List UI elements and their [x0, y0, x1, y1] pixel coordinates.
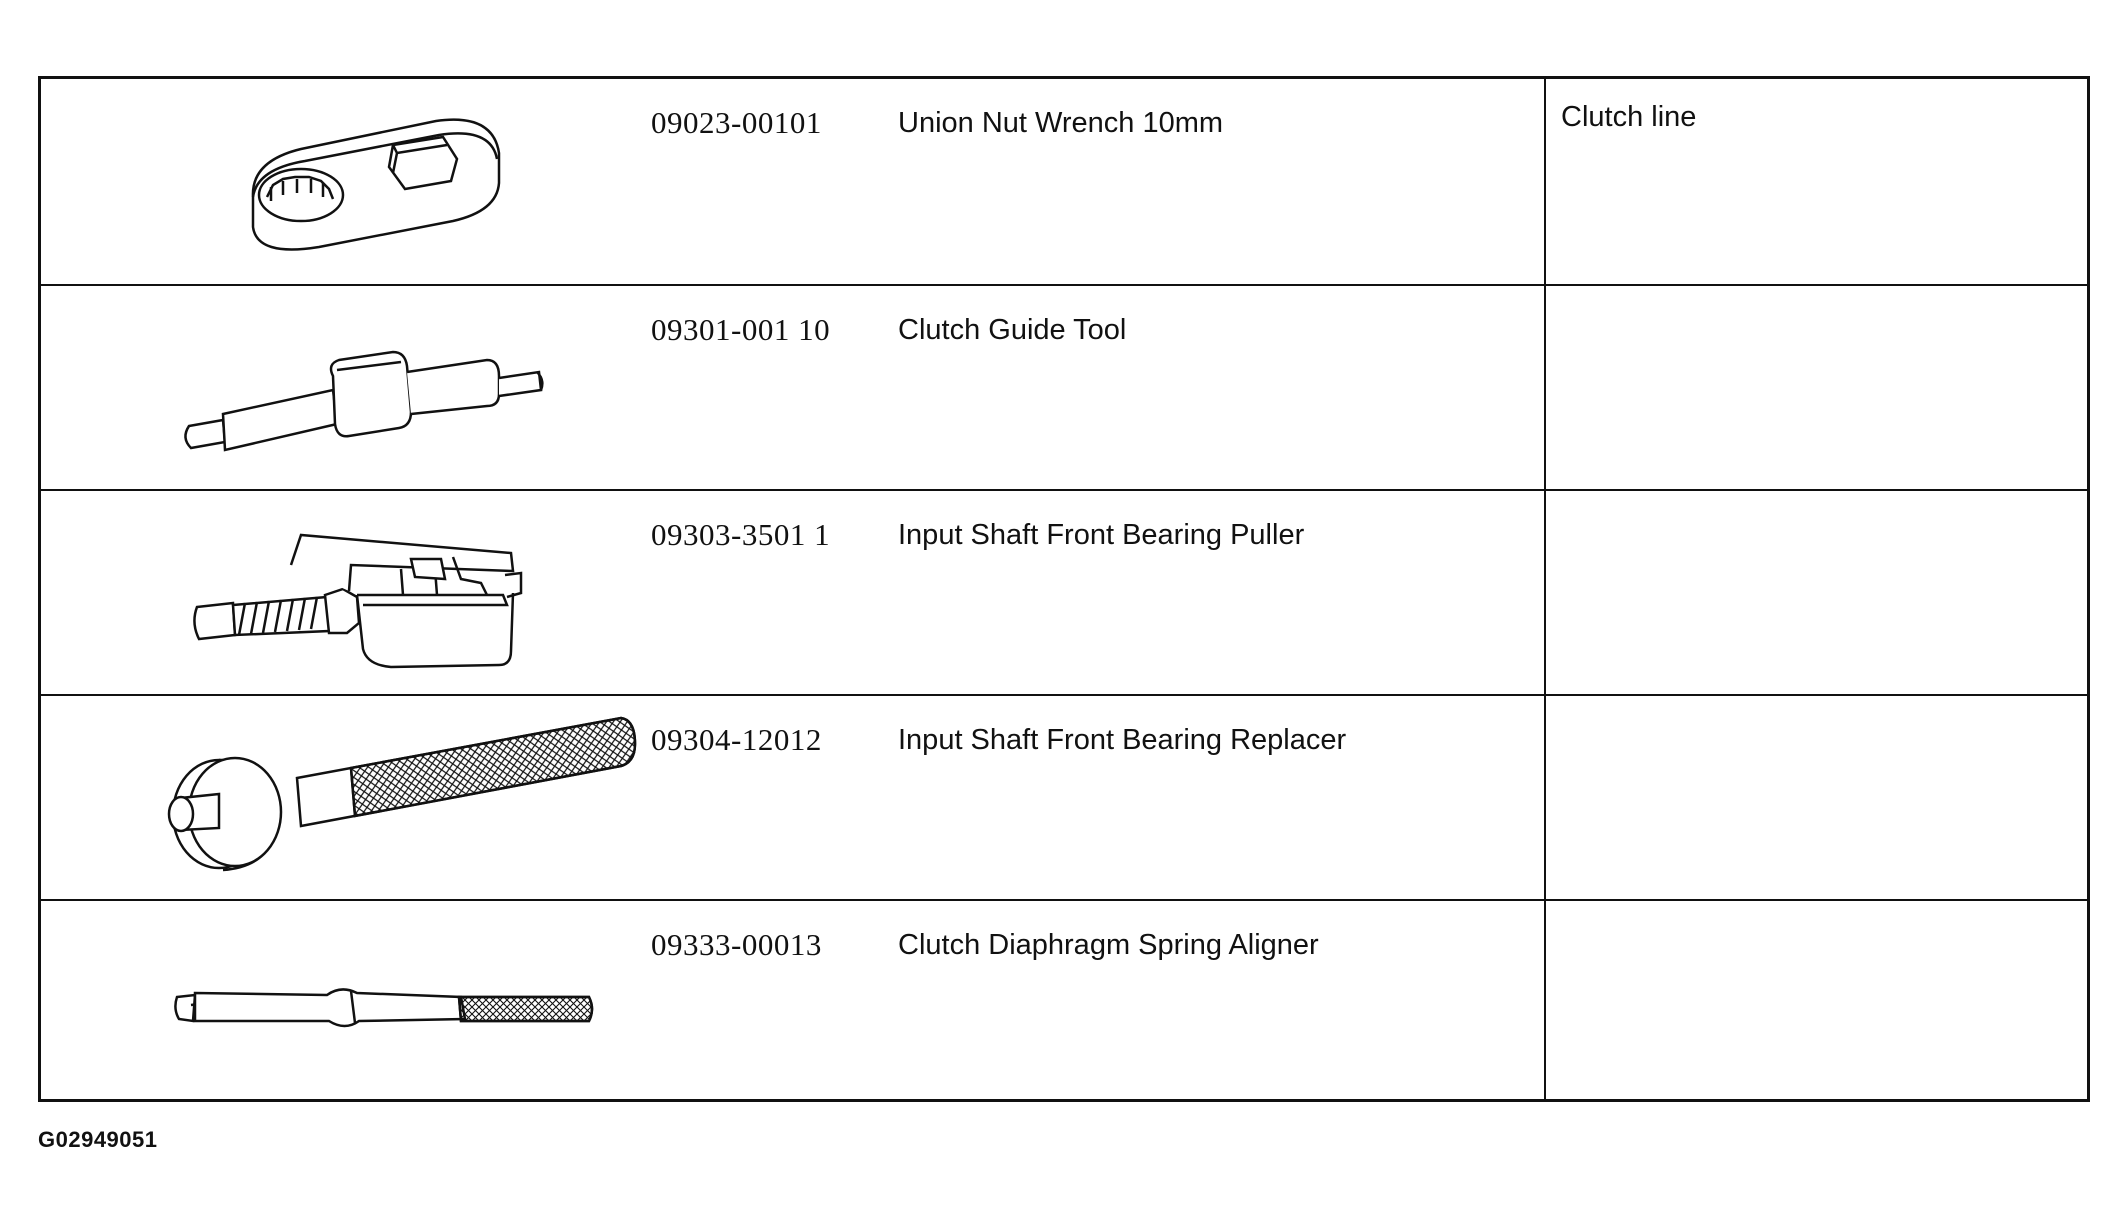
tool-name: Clutch Diaphragm Spring Aligner: [898, 929, 1319, 961]
tool-name: Input Shaft Front Bearing Puller: [898, 519, 1305, 551]
column-divider: [1544, 901, 1546, 1099]
table-row: 09023-00101 Union Nut Wrench 10mm Clutch…: [41, 79, 2087, 284]
table-row: 09333-00013 Clutch Diaphragm Spring Alig…: [41, 899, 2087, 1099]
bearing-puller-icon: [101, 499, 661, 689]
part-number: 09304-12012: [651, 722, 822, 757]
part-number: 09301-001 10: [651, 312, 831, 347]
column-divider: [1544, 696, 1546, 899]
column-divider: [1544, 286, 1546, 489]
table-row: 09301-001 10 Clutch Guide Tool: [41, 284, 2087, 489]
bearing-replacer-icon: [101, 704, 661, 894]
tool-name: Input Shaft Front Bearing Replacer: [898, 724, 1347, 756]
union-nut-wrench-icon: [101, 87, 661, 277]
table-row: 09304-12012 Input Shaft Front Bearing Re…: [41, 694, 2087, 899]
tool-name: Clutch Guide Tool: [898, 314, 1127, 346]
part-number: 09023-00101: [651, 105, 822, 140]
part-number: 09333-00013: [651, 927, 822, 962]
figure-id: G02949051: [38, 1127, 158, 1152]
tool-note: Clutch line: [1561, 101, 1697, 133]
tool-name: Union Nut Wrench 10mm: [898, 107, 1224, 139]
column-divider: [1544, 79, 1546, 284]
spring-aligner-icon: [101, 909, 661, 1099]
column-divider: [1544, 491, 1546, 694]
table-row: 09303-3501 1 Input Shaft Front Bearing P…: [41, 489, 2087, 694]
clutch-guide-tool-icon: [101, 294, 661, 484]
special-tools-table: 09023-00101 Union Nut Wrench 10mm Clutch…: [38, 76, 2090, 1102]
part-number: 09303-3501 1: [651, 517, 831, 552]
